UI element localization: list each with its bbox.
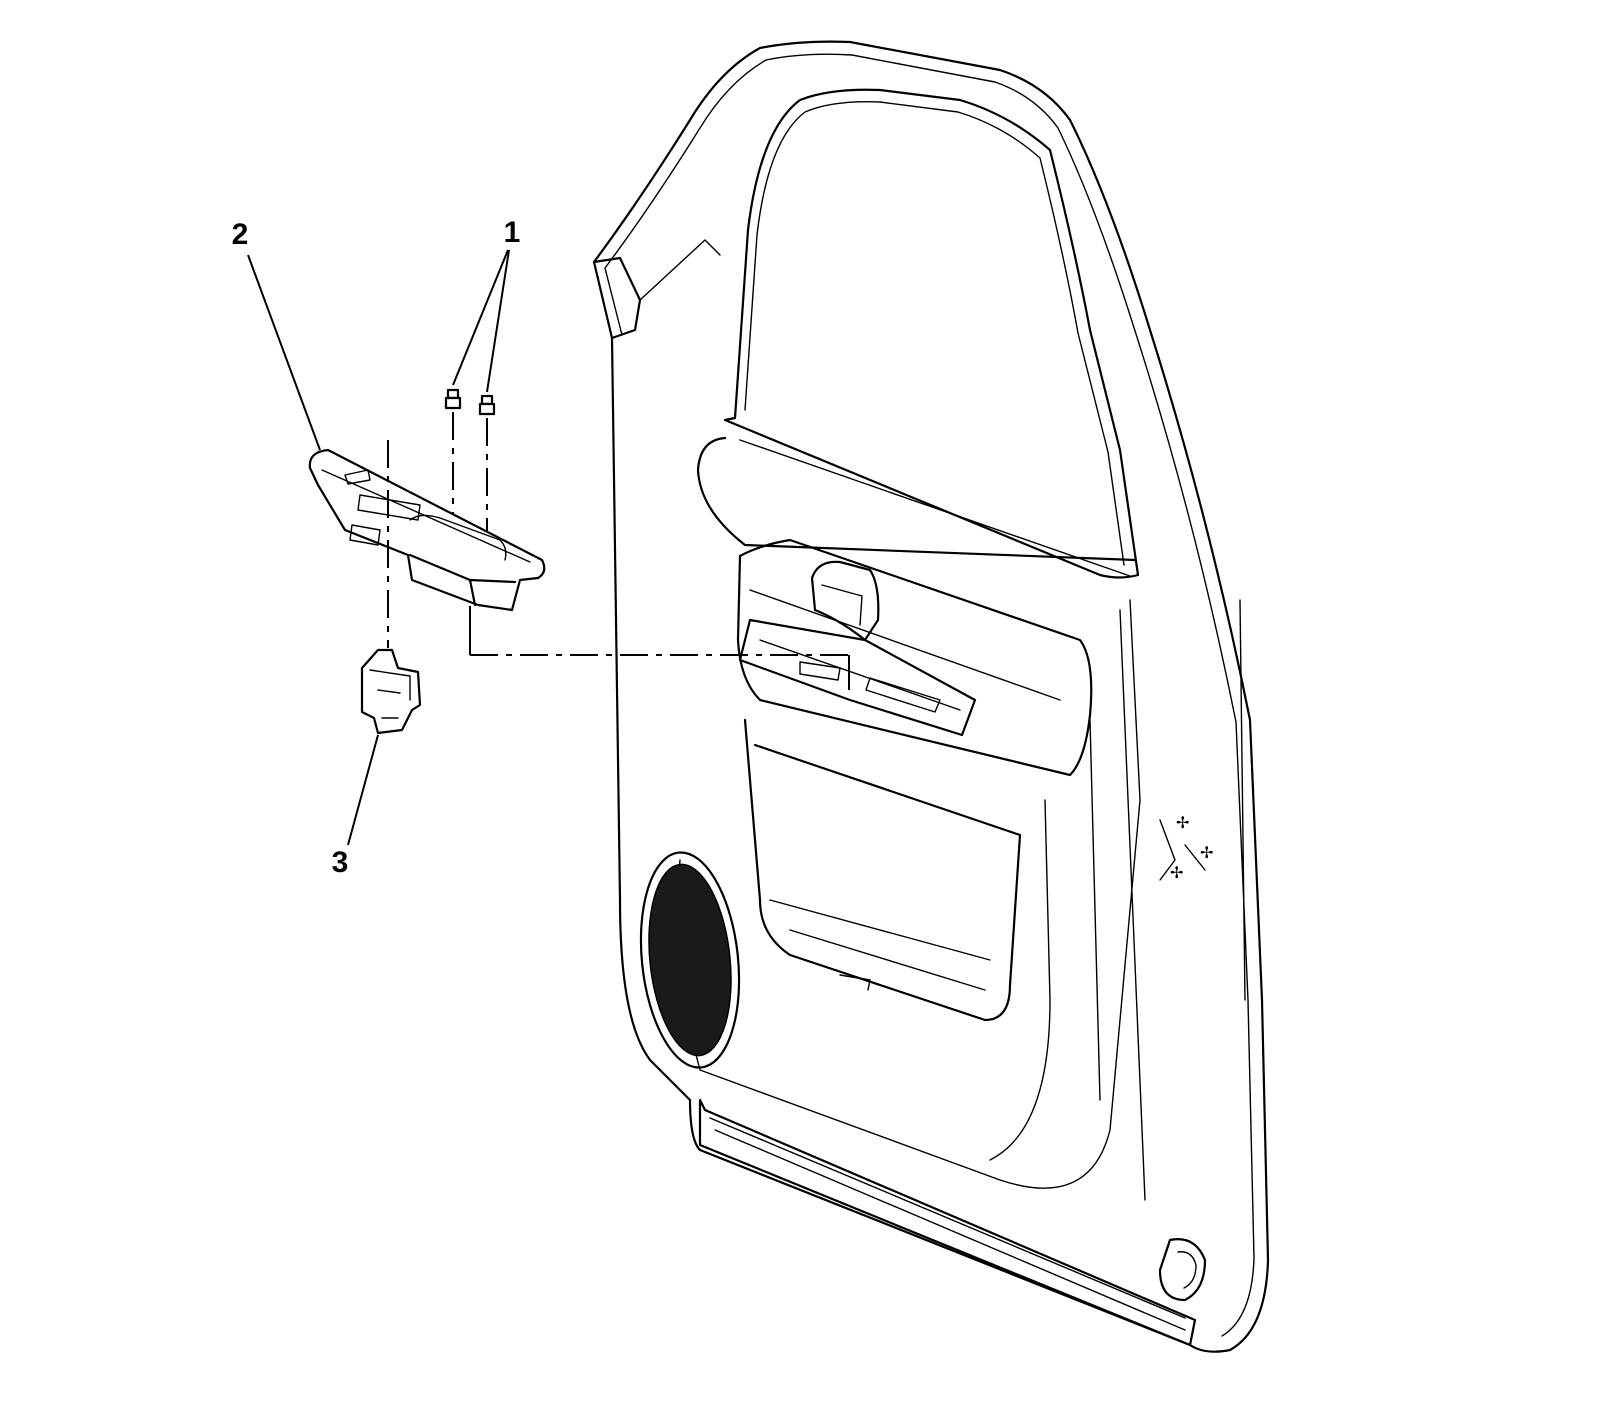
svg-text:✢: ✢	[1170, 863, 1183, 882]
callout-1-label: 1	[504, 216, 521, 249]
installation-path	[469, 606, 850, 690]
svg-text:✢: ✢	[1176, 813, 1189, 832]
callout-1: 1	[452, 216, 521, 393]
screw-left	[444, 388, 462, 410]
window-switch	[360, 440, 422, 735]
door-trim-panel: ✢ ✢ ✢	[592, 40, 1270, 1353]
callout-2-label: 2	[232, 218, 249, 251]
callout-3: 3	[332, 734, 379, 879]
callout-2: 2	[232, 218, 321, 451]
speaker-grille	[648, 863, 732, 1057]
callout-3-label: 3	[332, 846, 349, 879]
svg-text:✢: ✢	[1200, 843, 1213, 862]
screw-right	[478, 394, 496, 416]
window-switch-bezel	[308, 448, 546, 612]
